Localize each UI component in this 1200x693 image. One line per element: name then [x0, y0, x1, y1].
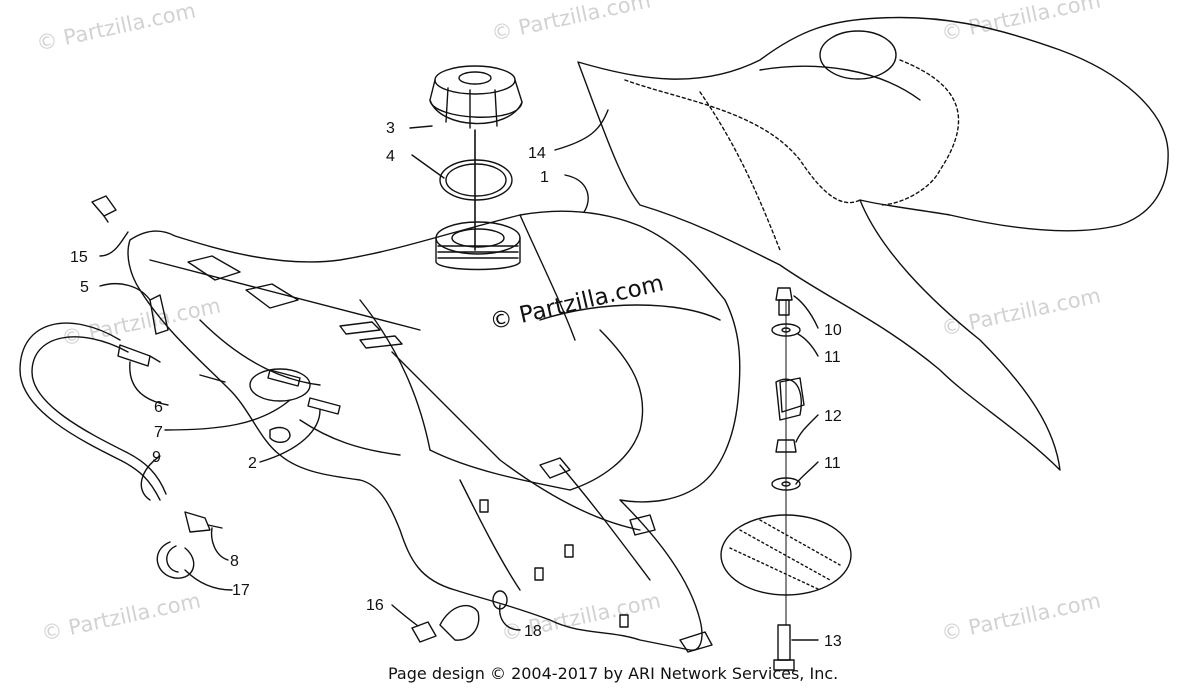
- clamp-part-17: [156, 541, 195, 579]
- callout-2: 2: [248, 455, 257, 472]
- callout-9: 9: [152, 449, 161, 466]
- callout-8: 8: [230, 553, 239, 570]
- callout-15: 15: [70, 249, 88, 266]
- nut-part-12: [775, 439, 797, 453]
- callout-12: 12: [824, 408, 842, 425]
- callout-7: 7: [154, 424, 163, 441]
- callout-13: 13: [824, 633, 842, 650]
- clip-part-15: [91, 195, 117, 223]
- nut-part-16: [411, 621, 437, 643]
- fitting-part-6: [117, 344, 161, 367]
- callout-16: 16: [366, 597, 384, 614]
- grommet-part-18: [439, 590, 508, 641]
- fuel-tank-part-1: [127, 210, 805, 653]
- seat-part-14: [577, 16, 1169, 471]
- hose-part-9: [19, 322, 167, 501]
- bracket-part-5: [149, 294, 169, 335]
- page-footer: Page design © 2004-2017 by ARI Network S…: [388, 664, 839, 683]
- fitting-part-7: [199, 368, 311, 402]
- callout-6: 6: [154, 399, 163, 416]
- callout-3: 3: [386, 120, 395, 137]
- callout-4: 4: [386, 148, 395, 165]
- callout-10: 10: [824, 322, 842, 339]
- callout-18: 18: [524, 623, 542, 640]
- callout-17: 17: [232, 582, 250, 599]
- gasket-part-4: [439, 159, 513, 201]
- callout-5: 5: [80, 279, 89, 296]
- fitting-part-2: [307, 397, 341, 415]
- valve-part-8: [184, 511, 223, 533]
- bolt-part-10: [775, 287, 793, 316]
- callout-1: 1: [540, 169, 549, 186]
- callout-11: 11: [824, 349, 841, 366]
- callout-14: 14: [528, 145, 546, 162]
- callout-11-lower: 11: [824, 455, 841, 472]
- fuel-cap-part-3: [429, 65, 523, 129]
